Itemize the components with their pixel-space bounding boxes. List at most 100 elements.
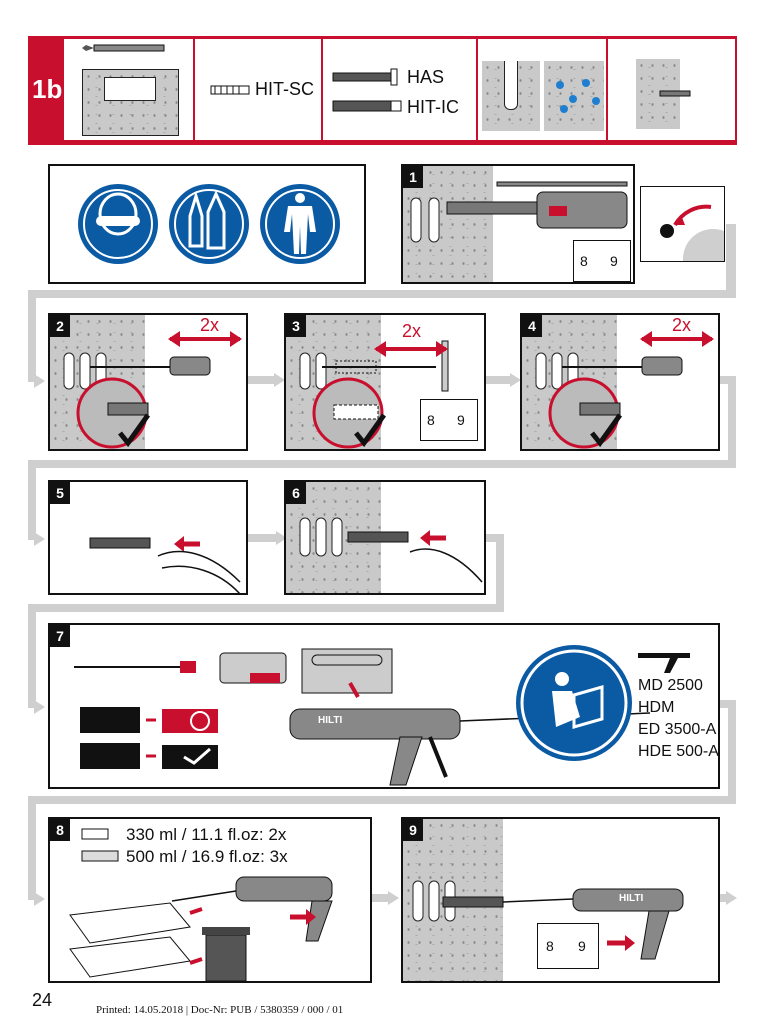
flow-line [28, 604, 504, 612]
flow-line [28, 796, 36, 900]
dispenser-hde500a: HDE 500-A [638, 743, 719, 760]
insert-sleeve-illustration [89, 536, 241, 593]
flow-line [486, 534, 504, 542]
step-9-number: 9 [403, 819, 423, 841]
dispenser-setup-illustration [74, 648, 651, 786]
step-5-number: 5 [50, 482, 70, 504]
dispenser-gun-icon [638, 653, 690, 673]
has-label: HAS [407, 67, 445, 87]
step-1-panel: 1 8 9 [401, 164, 635, 284]
step-8-panel: 330 ml / 11.1 fl.oz: 2x 500 ml / 16.9 fl… [48, 817, 372, 983]
flow-line [496, 534, 504, 612]
manual-page-right: 9 [457, 412, 465, 428]
flow-line [728, 376, 736, 468]
flow-line [28, 460, 736, 468]
step-2-multiplier: 2x [200, 315, 220, 335]
flow-arrow [34, 374, 45, 388]
step-6-number: 6 [286, 482, 306, 504]
step-2-number: 2 [50, 315, 70, 337]
manual-page-right: 9 [578, 938, 586, 954]
dispenser-hdm: HDM [638, 699, 675, 716]
manual-page-left: 8 [580, 253, 588, 269]
inject-mortar-illustration [412, 880, 684, 960]
flow-arrow [726, 891, 737, 905]
header-cell-drill-block [64, 39, 195, 140]
cartridge-brand-label: HILTI [318, 715, 343, 726]
push-sleeve-illustration [299, 517, 483, 583]
manual-page-right: 9 [610, 253, 618, 269]
step-7-number: 7 [50, 625, 70, 647]
flow-line [28, 604, 36, 708]
drill-hole-illustration [410, 181, 628, 243]
gloves-icon [169, 184, 249, 264]
flow-line [28, 796, 736, 804]
blow-out-illustration [535, 331, 714, 449]
flow-line [248, 376, 276, 384]
flow-arrow [510, 373, 521, 387]
step-9-panel: HILTI 8 9 9 [401, 817, 720, 983]
safety-icons [78, 184, 340, 264]
step-4-multiplier: 2x [672, 315, 692, 335]
manual-book-icon: 8 9 [420, 399, 478, 441]
dry-hole [504, 61, 518, 110]
block-hollow [104, 77, 156, 101]
manual-book-icon: 8 9 [537, 923, 599, 969]
manual-page-left: 8 [427, 412, 435, 428]
step-6-panel: 6 [284, 480, 486, 595]
flow-line [28, 290, 736, 298]
section-code: 1b [32, 74, 63, 104]
flow-arrow [388, 891, 399, 905]
protective-suit-icon [260, 184, 340, 264]
step-8-number: 8 [50, 819, 70, 841]
step-4-panel: 2x 4 [520, 313, 720, 451]
header-cell-hit-sc: HIT-SC [195, 39, 323, 140]
water-drops-icon [556, 79, 600, 113]
hit-sc-label: HIT-SC [255, 79, 315, 99]
flow-line [728, 700, 736, 804]
drill-mode-inset [640, 186, 725, 262]
flow-arrow [34, 532, 45, 546]
manual-book-icon: 8 9 [573, 240, 631, 282]
step-3-number: 3 [286, 315, 306, 337]
read-manual-icon [516, 645, 632, 761]
flow-line [486, 376, 512, 384]
step-5-panel: 5 [48, 480, 248, 595]
flow-line [248, 534, 278, 542]
flow-line [726, 224, 736, 296]
header-band: 1b HIT-SC HAS HIT-IC [28, 36, 737, 145]
rotation-mode-icon [660, 204, 724, 261]
step-4-number: 4 [522, 315, 542, 337]
eye-protection-icon [78, 184, 158, 264]
step-3-panel: 2x 8 9 3 [284, 313, 486, 451]
page-number: 24 [32, 990, 53, 1010]
dispenser-md2500: MD 2500 [638, 677, 703, 694]
flow-arrow [274, 373, 285, 387]
gun-brand-label: HILTI [619, 893, 644, 904]
flow-arrow [34, 700, 45, 714]
threaded-rod-icon [332, 68, 402, 112]
cartridge-330-label: 330 ml / 11.1 fl.oz: 2x [126, 825, 287, 844]
flow-line [28, 460, 36, 540]
flow-arrow [34, 892, 45, 906]
manual-page-left: 8 [546, 938, 554, 954]
drill-bit-icon [82, 44, 165, 52]
blow-out-illustration [63, 331, 242, 449]
flow-line [720, 894, 728, 902]
step-3-multiplier: 2x [402, 321, 422, 341]
step-7-panel: HILTI MD 2500 HDM ED 3500-A HDE 500-A 7 [48, 623, 720, 789]
sleeve-icon [210, 85, 250, 95]
header-cell-hole-conditions [478, 39, 608, 140]
print-info: Printed: 14.05.2018 | Doc-Nr: PUB / 5380… [96, 1004, 344, 1016]
brush-illustration [299, 340, 449, 449]
read-manual-pictogram [520, 649, 628, 757]
drill-into-wall-icon [659, 90, 691, 97]
flow-line [28, 290, 36, 382]
hit-ic-label: HIT-IC [407, 97, 459, 117]
flow-line [372, 894, 390, 902]
safety-equipment-panel [48, 164, 366, 284]
step-1-number: 1 [403, 166, 423, 188]
discard-mortar-illustration [69, 828, 333, 981]
header-cell-rods: HAS HIT-IC [323, 39, 478, 140]
dispenser-ed3500a: ED 3500-A [638, 721, 717, 738]
header-cell-drilling [608, 39, 735, 140]
